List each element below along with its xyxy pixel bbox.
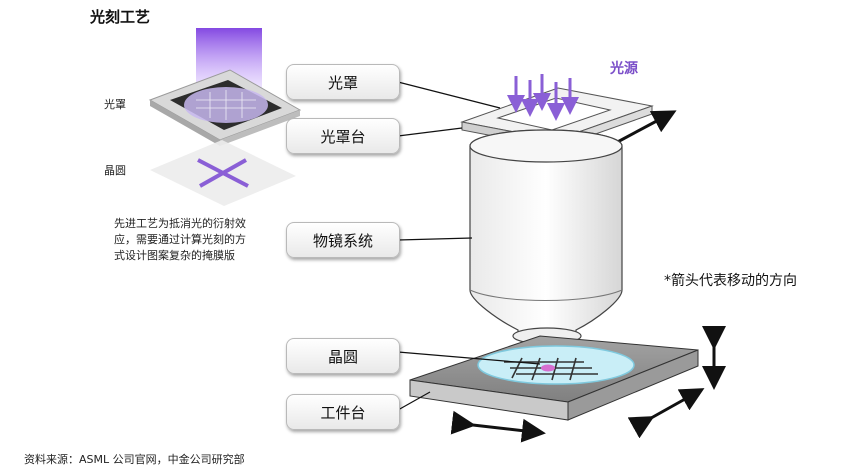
exposure-spot xyxy=(541,364,555,372)
callout-objective: 物镜系统 xyxy=(286,222,400,258)
page-title: 光刻工艺 xyxy=(90,8,151,26)
callout-mask-stage: 光罩台 xyxy=(286,118,400,154)
callout-mask: 光罩 xyxy=(286,64,400,100)
left-description: 先进工艺为抵消光的衍射效应，需要通过计算光刻的方式设计图案复杂的掩膜版 xyxy=(114,217,246,262)
source-note: 资料来源：ASML 公司官网，中金公司研究部 xyxy=(24,453,245,466)
light-beam xyxy=(196,28,262,92)
left-mask-label: 光罩 xyxy=(104,98,126,111)
objective-lens xyxy=(469,129,623,345)
main-wafer xyxy=(477,345,635,385)
horizontal-motion-arrow xyxy=(450,410,546,443)
light-rays xyxy=(507,74,579,121)
callout-work-stage: 工件台 xyxy=(286,394,400,430)
leader-lines xyxy=(397,81,541,411)
light-source-label: 光源 xyxy=(610,61,638,77)
arrow-note: *箭头代表移动的方向 xyxy=(664,273,797,289)
left-wafer-label: 晶圆 xyxy=(104,164,126,177)
left-illustration xyxy=(148,28,302,206)
diagonal-motion-arrow xyxy=(627,388,705,439)
callout-wafer: 晶圆 xyxy=(286,338,400,374)
